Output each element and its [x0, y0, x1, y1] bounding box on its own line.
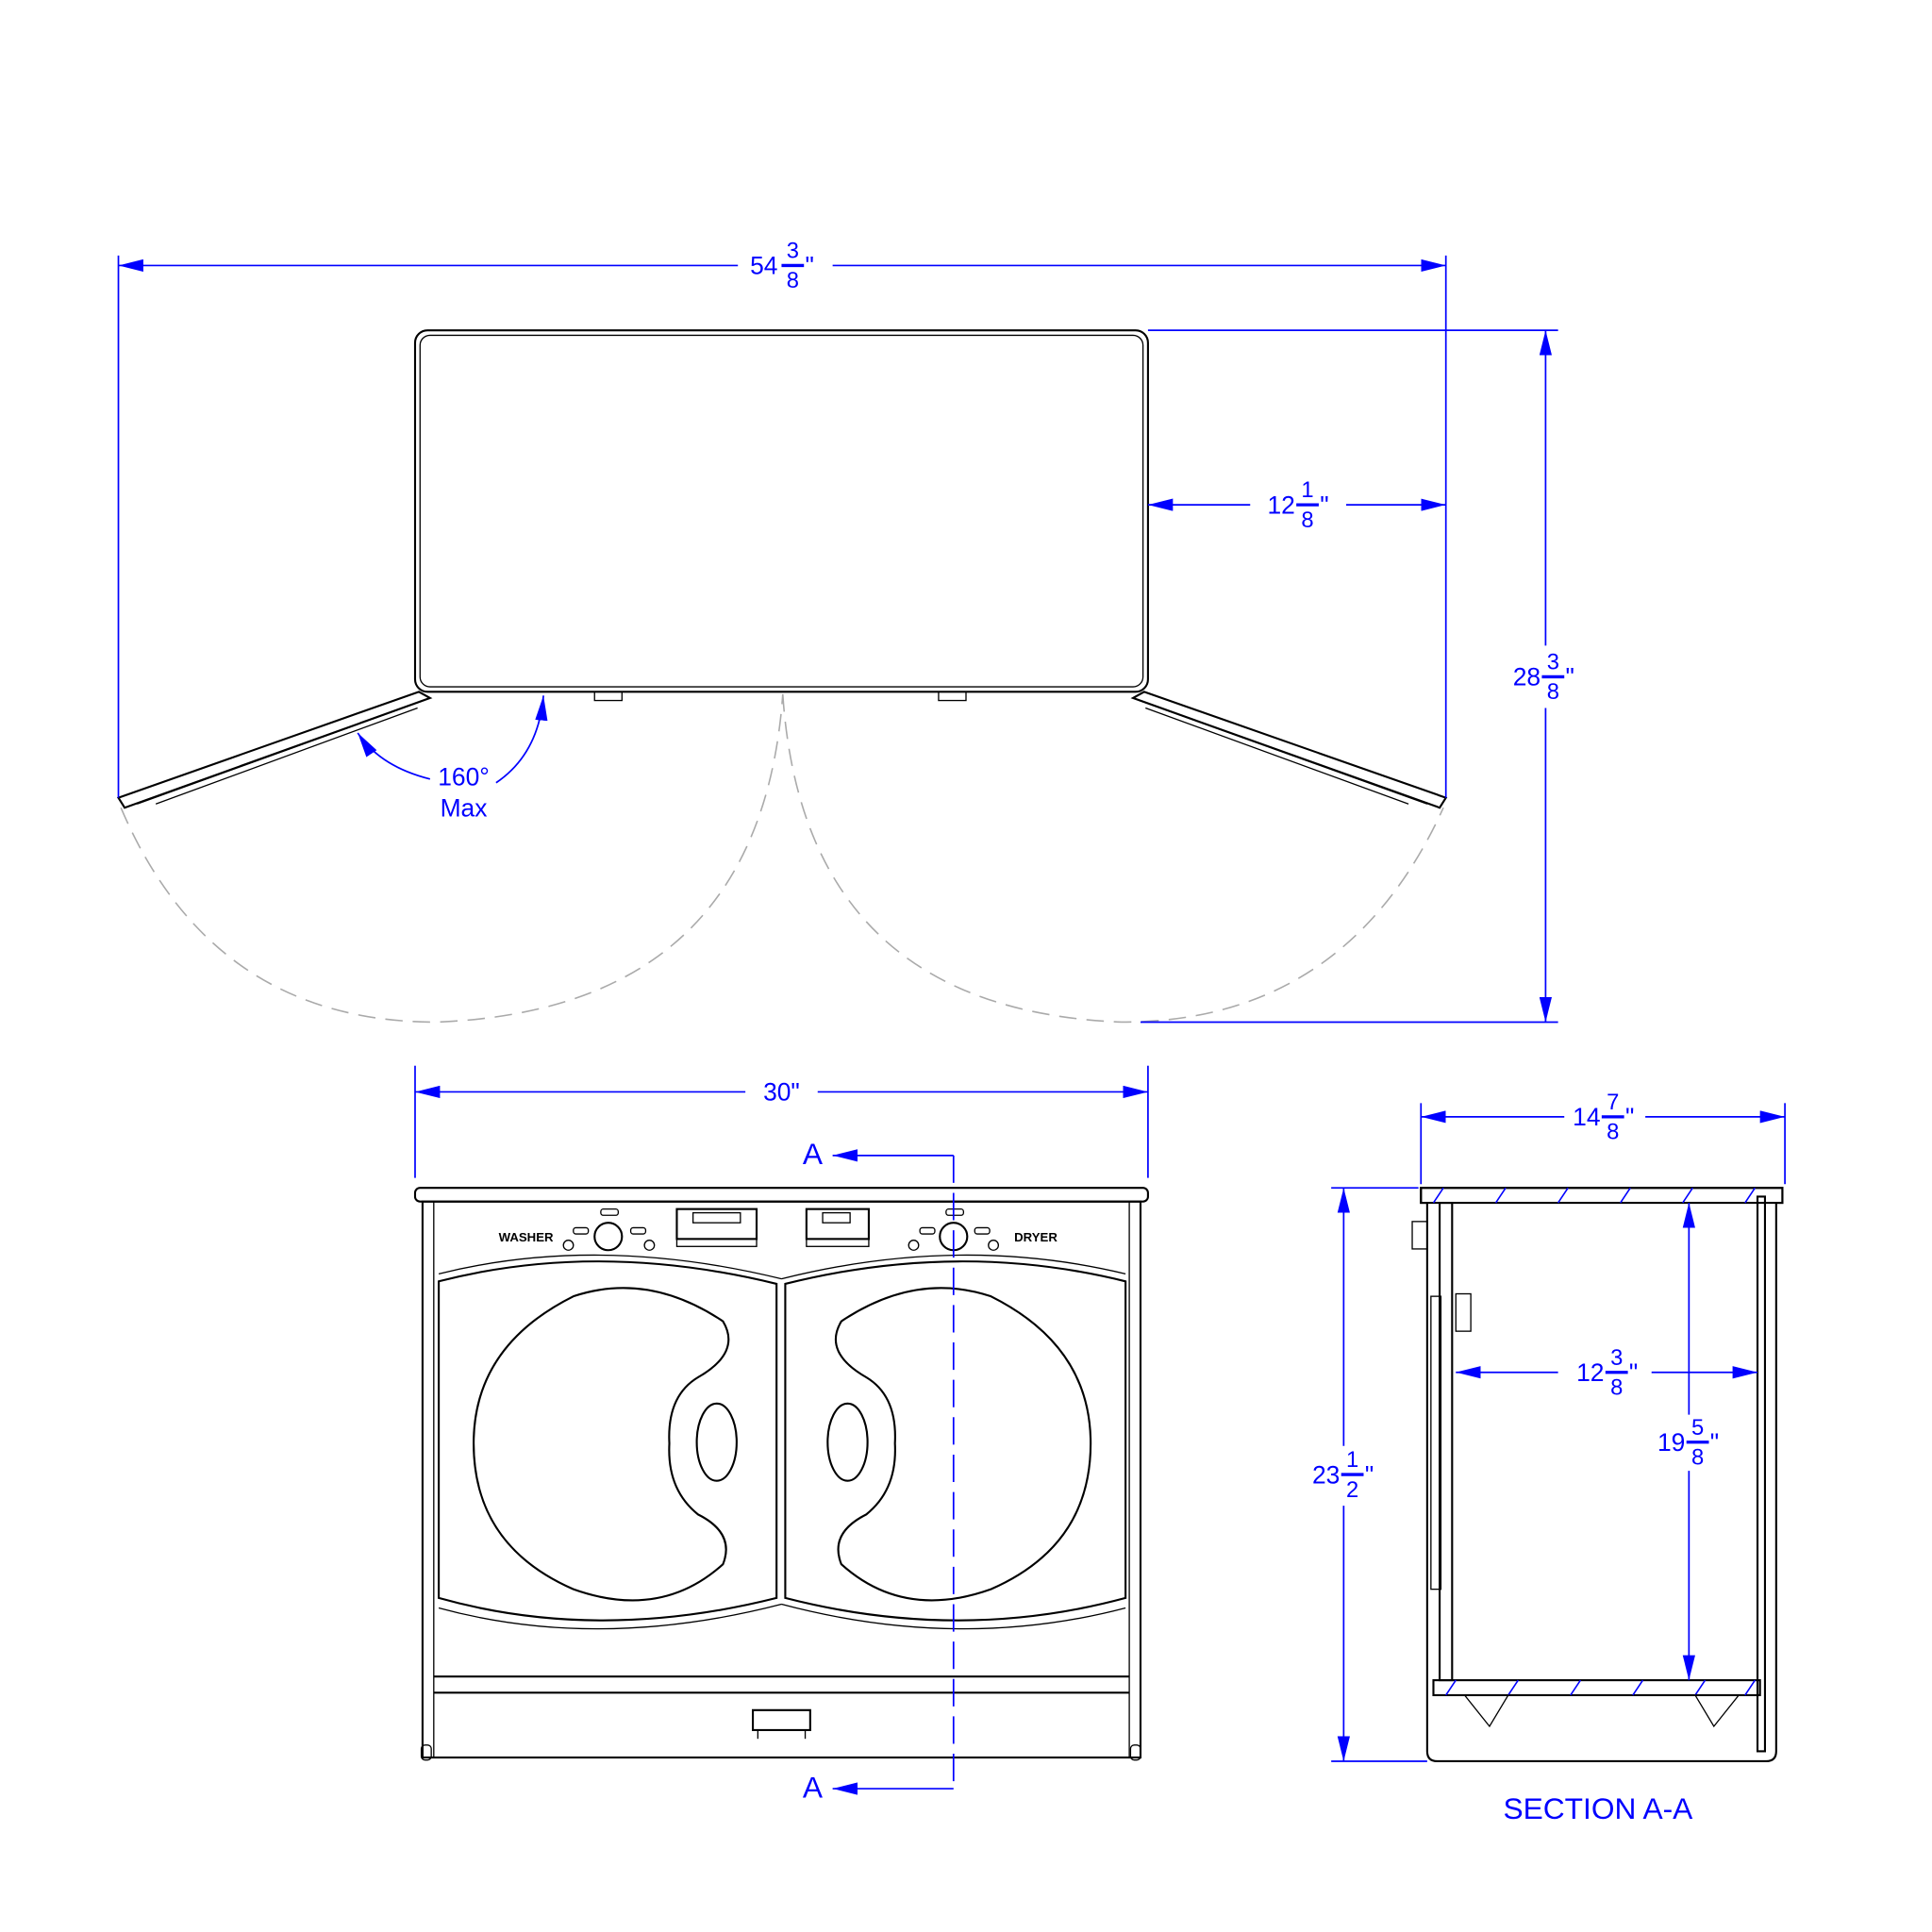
left-door-open [116, 691, 433, 809]
section-view: 14 7 8 " 23 1 [1312, 1090, 1786, 1825]
top-panel-section [1420, 1187, 1784, 1205]
svg-text:3: 3 [1610, 1345, 1623, 1371]
dryer-door[interactable] [781, 1254, 1127, 1630]
svg-text:": " [1365, 1460, 1374, 1489]
svg-text:5: 5 [1691, 1415, 1704, 1441]
svg-text:8: 8 [1610, 1375, 1623, 1401]
overall-depth-dimension: 28 3 8 " [1140, 329, 1574, 1024]
svg-text:1: 1 [1346, 1447, 1358, 1473]
button[interactable] [562, 1240, 575, 1251]
svg-text:Max: Max [441, 793, 488, 822]
washer-display [675, 1208, 758, 1241]
svg-text:A: A [803, 1137, 824, 1171]
button[interactable] [908, 1240, 920, 1251]
front-view: 30" WASHER DRYER [413, 1065, 1149, 1804]
left-door-swing-arc [120, 693, 784, 1024]
brand-logo-icon [752, 1708, 811, 1740]
cabinet-top-outline [413, 329, 1149, 693]
svg-text:A: A [803, 1770, 824, 1804]
svg-text:": " [1629, 1358, 1638, 1387]
plan-view: 54 3 8 " 12 1 8 " 28 3 8 " [116, 239, 1574, 1024]
overall-width-dimension: 54 3 8 " [117, 239, 1447, 798]
washer-door-handle[interactable] [695, 1402, 738, 1482]
svg-text:": " [1625, 1103, 1634, 1131]
countertop [413, 1187, 1149, 1203]
svg-text:160°: 160° [438, 762, 490, 791]
svg-text:28: 28 [1513, 663, 1541, 691]
cabinet-section-outline [1420, 1187, 1784, 1763]
washer-door[interactable] [438, 1254, 782, 1630]
svg-text:8: 8 [1691, 1445, 1704, 1471]
side-clearance-dimension: 12 1 8 " [1147, 477, 1446, 533]
right-door-swing-arc [781, 693, 1444, 1024]
dryer-door-handle[interactable] [826, 1402, 869, 1482]
hinge-tab [593, 691, 623, 702]
back-panel-section [1756, 1195, 1767, 1753]
svg-text:WASHER: WASHER [499, 1230, 554, 1244]
svg-text:": " [1710, 1428, 1719, 1457]
door-angle-dimension: 160° Max [357, 695, 548, 822]
svg-text:7: 7 [1607, 1090, 1619, 1115]
bottom-shelf-section [1432, 1679, 1761, 1697]
svg-text:": " [1320, 491, 1328, 519]
svg-text:2: 2 [1346, 1477, 1358, 1503]
section-depth-dimension: 14 7 8 " [1420, 1090, 1786, 1185]
svg-text:12: 12 [1267, 491, 1294, 519]
section-inner-height-dimension: 19 5 8 " [1657, 1203, 1719, 1681]
svg-text:14: 14 [1573, 1103, 1600, 1131]
hinge-tab [938, 691, 967, 702]
section-title: SECTION A-A [1503, 1791, 1693, 1825]
dryer-display [805, 1208, 870, 1241]
leveling-bracket [1463, 1694, 1509, 1728]
section-height-dimension: 23 1 2 " [1312, 1187, 1427, 1762]
svg-text:19: 19 [1657, 1428, 1685, 1457]
svg-text:8: 8 [787, 268, 799, 293]
svg-text:": " [806, 252, 814, 280]
section-cut-line: A A [803, 1137, 955, 1804]
leveling-bracket [1693, 1694, 1740, 1728]
front-width-dimension: 30" [414, 1065, 1149, 1178]
svg-text:30": 30" [763, 1078, 800, 1107]
svg-text:1: 1 [1301, 477, 1313, 503]
svg-text:8: 8 [1301, 508, 1313, 533]
svg-text:DRYER: DRYER [1014, 1230, 1058, 1244]
svg-text:": " [1566, 663, 1574, 691]
button[interactable] [988, 1240, 1000, 1251]
svg-text:8: 8 [1607, 1120, 1619, 1145]
washer-knob[interactable] [593, 1222, 624, 1252]
svg-text:54: 54 [750, 252, 777, 280]
section-inner-depth-dimension: 12 3 8 " [1456, 1345, 1758, 1401]
right-door-open [1130, 691, 1448, 809]
cabinet-front [421, 1200, 1142, 1759]
button[interactable] [643, 1240, 656, 1251]
hatching [1432, 1187, 1757, 1696]
svg-text:12: 12 [1576, 1358, 1604, 1387]
svg-text:3: 3 [1547, 650, 1559, 675]
svg-text:8: 8 [1547, 679, 1559, 705]
door-section [1439, 1201, 1454, 1682]
svg-text:23: 23 [1312, 1460, 1340, 1489]
svg-text:3: 3 [787, 239, 799, 264]
